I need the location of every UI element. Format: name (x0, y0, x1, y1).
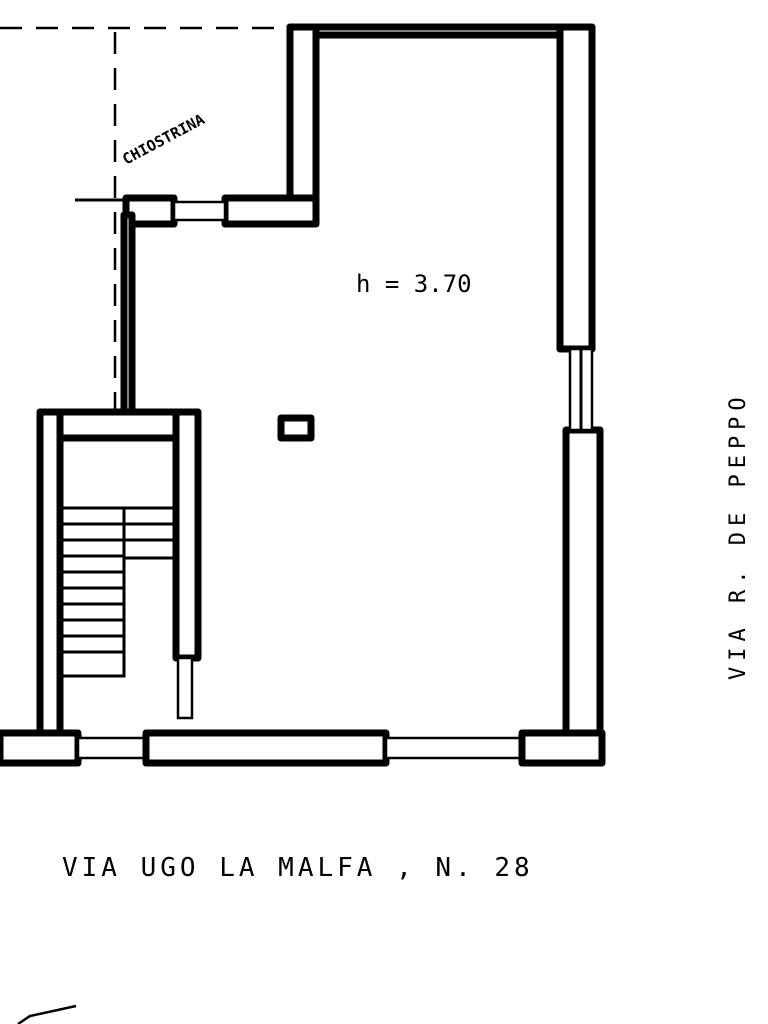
window-courtyard (172, 200, 227, 222)
wall-top (286, 23, 594, 39)
wall-upper-left (286, 23, 320, 225)
door-front-left (76, 736, 148, 760)
shop-opening (384, 736, 524, 760)
pen-stroke (17, 1004, 77, 1024)
wall-bottom-left-stub (0, 729, 82, 767)
wall-left-vertical (120, 211, 136, 417)
wall-bottom-right (518, 729, 606, 767)
stair-door-jamb (176, 656, 194, 720)
stair-right-wall (172, 408, 202, 662)
pillar (277, 414, 315, 442)
wall-right-lower (562, 426, 604, 767)
front-street-label: VIA UGO LA MALFA , N. 28 (62, 853, 534, 883)
courtyard-label: CHIOSTRINA (119, 110, 207, 168)
ceiling-height-label: h = 3.70 (356, 270, 472, 298)
wall-right-upper (556, 23, 596, 353)
wall-bottom-middle (142, 729, 390, 767)
wall-mid-left (221, 194, 320, 228)
side-street-label: VIA R. DE PEPPO (726, 391, 751, 680)
staircase (60, 506, 178, 678)
stair-left-wall (36, 408, 64, 738)
